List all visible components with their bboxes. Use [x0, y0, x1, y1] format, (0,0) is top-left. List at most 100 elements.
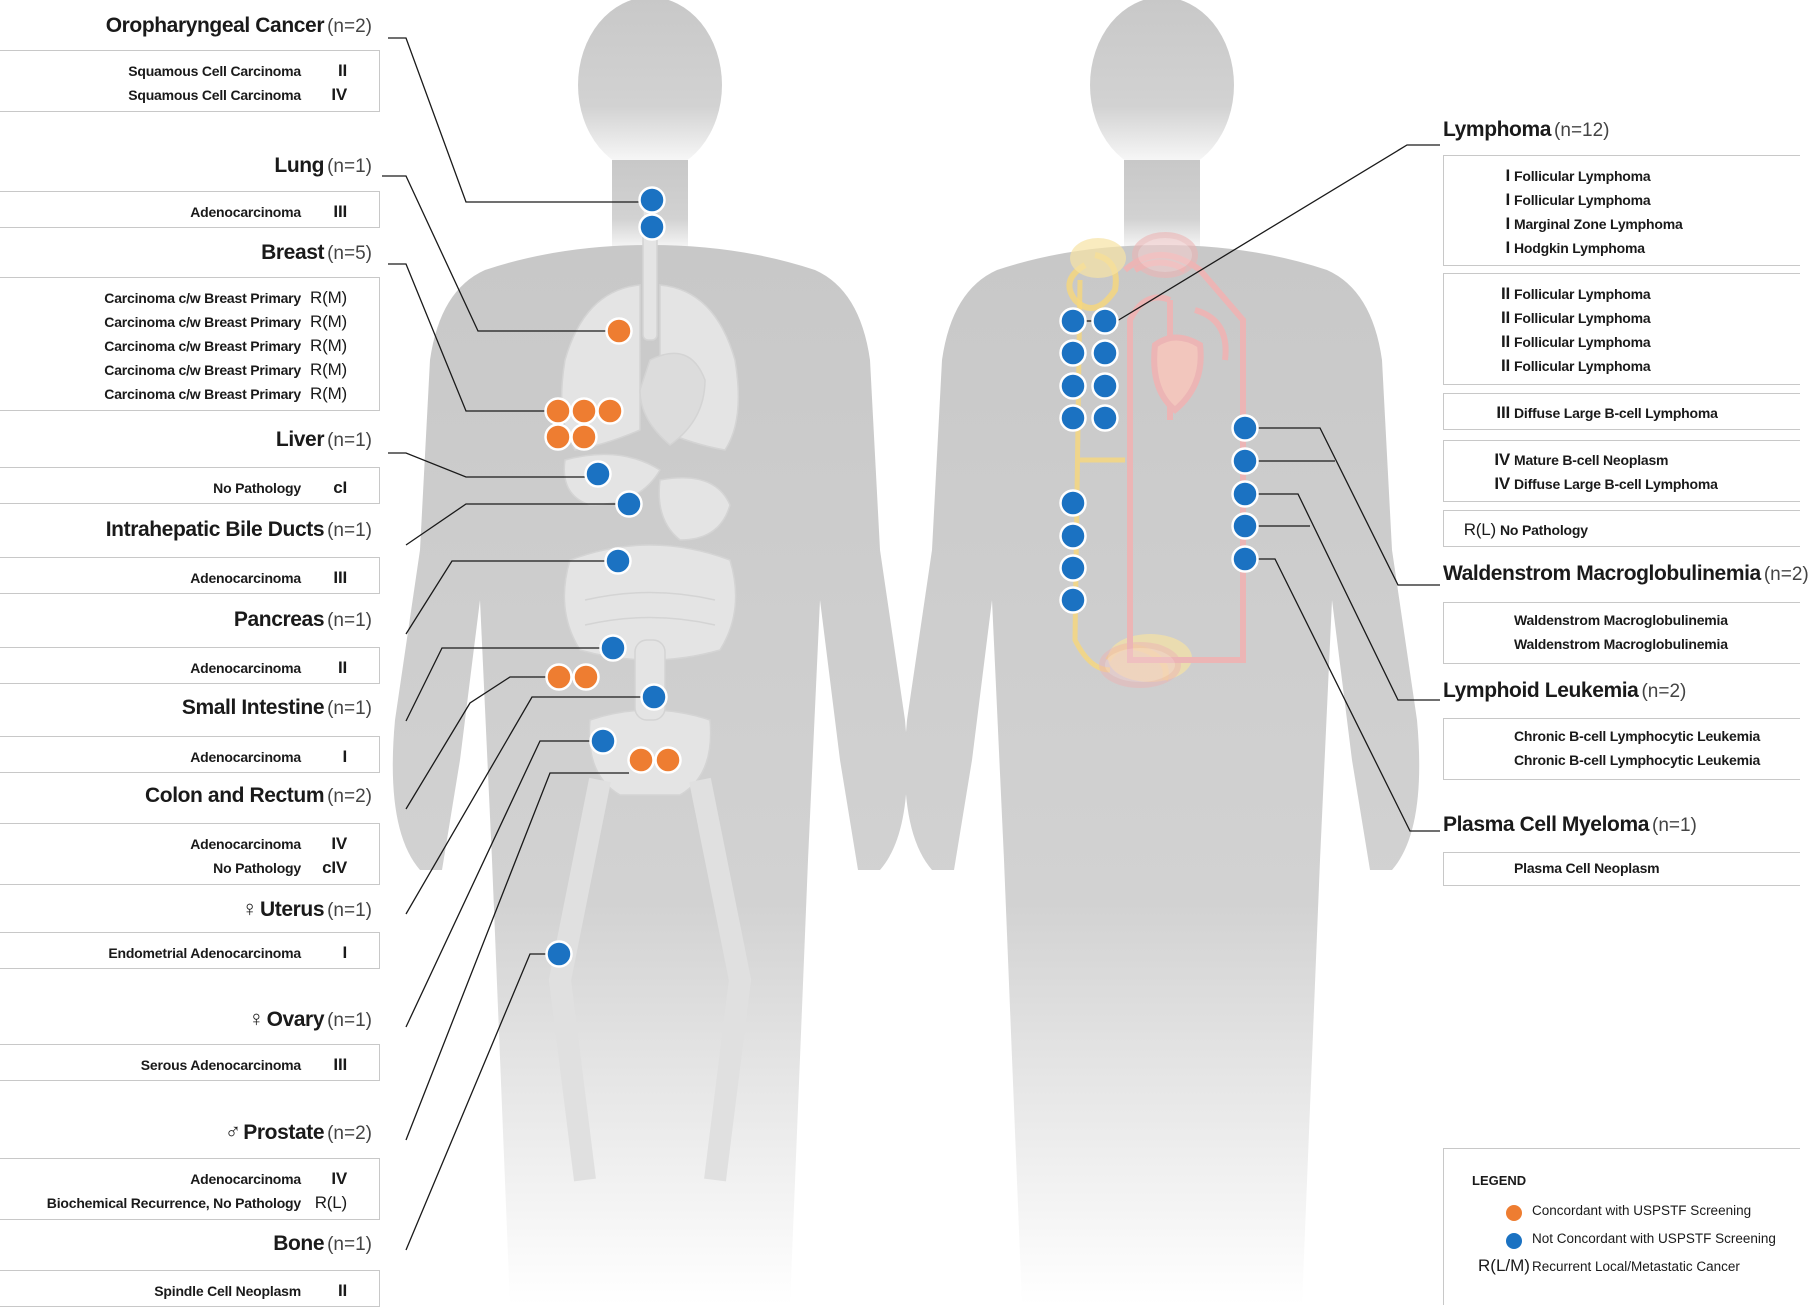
case-dot-pancreas: [604, 547, 632, 575]
case-dot-bile-ducts: [615, 490, 643, 518]
case-dot-lymphoma: [1059, 586, 1087, 614]
site-details-box: Plasma Cell Neoplasm: [1443, 852, 1800, 886]
pathology-text: Spindle Cell Neoplasm: [154, 1282, 301, 1299]
site-header-lung: Lung(n=1): [274, 154, 372, 178]
site-name: Lymphoid Leukemia: [1443, 679, 1639, 702]
pathology-entry: Carcinoma c/w Breast Primary R(M): [104, 312, 347, 332]
site-header-pancreas: Pancreas(n=1): [234, 608, 372, 632]
case-dot-prostate: [627, 746, 655, 774]
pathology-text: Serous Adenocarcinoma: [140, 1056, 301, 1073]
stage-label: III: [333, 201, 347, 221]
leader-line-breast: [388, 263, 546, 412]
stage-label: I: [342, 942, 347, 962]
site-name: Ovary: [266, 1008, 325, 1031]
site-header-colon-and-rectum: Colon and Rectum(n=2): [145, 784, 372, 808]
stage-label: I: [1505, 237, 1510, 257]
leader-lines: [382, 37, 1440, 1251]
legend-concordant-label: Concordant with USPSTF Screening: [1532, 1203, 1752, 1218]
case-dot-oropharynx: [638, 186, 666, 214]
stage-label: IV: [1494, 474, 1510, 493]
case-dot-myeloma: [1231, 545, 1259, 573]
pathology-entry: Chronic B-cell Lymphocytic Leukemia: [1464, 728, 1760, 744]
pathology-text: Adenocarcinoma: [190, 1171, 301, 1187]
legend-concordant-dot: [1506, 1205, 1522, 1221]
case-dot-lymphoma: [1059, 489, 1087, 517]
leader-line-waldenstrom: [1257, 427, 1440, 586]
case-dot-small-intestine: [599, 634, 627, 662]
case-dot-colon: [545, 663, 573, 691]
site-header-plasma-cell-myeloma: Plasma Cell Myeloma(n=1): [1443, 813, 1697, 837]
leader-line-ovary: [405, 740, 591, 1028]
site-count: (n=2): [1641, 681, 1687, 702]
stage-label: R(M): [310, 312, 347, 331]
site-count: (n=1): [327, 1010, 372, 1031]
site-name: Prostate: [243, 1121, 325, 1144]
pathology-entry: Waldenstrom Macroglobulinemia: [1464, 636, 1728, 652]
case-dot-lymphoma: [1091, 372, 1119, 400]
stage-label: II: [337, 1280, 347, 1300]
site-details-box: Spindle Cell Neoplasm II: [0, 1270, 380, 1307]
legend-recurrent-label: Recurrent Local/Metastatic Cancer: [1532, 1259, 1740, 1274]
pathology-text: Adenocarcinoma: [190, 659, 301, 676]
right-body-silhouette: [904, 0, 1420, 1305]
stage-label: I: [1505, 165, 1510, 185]
case-dot-bone: [545, 940, 573, 968]
legend: LEGEND Concordant with USPSTF Screening …: [1443, 1148, 1800, 1305]
site-header-lymphoma: Lymphoma(n=12): [1443, 118, 1610, 142]
site-details-box: R(L)No Pathology: [1443, 510, 1800, 547]
site-name: Uterus: [259, 898, 325, 921]
pathology-text: Follicular Lymphoma: [1514, 334, 1651, 350]
stage-label: R(M): [310, 360, 347, 379]
pathology-entry: Serous Adenocarcinoma III: [141, 1055, 347, 1075]
pathology-text: Adenocarcinoma: [190, 569, 301, 586]
pathology-text: Mature B-cell Neoplasm: [1514, 452, 1669, 468]
pathology-text: No Pathology: [1500, 521, 1588, 538]
case-dot-lymphoma: [1059, 522, 1087, 550]
stage-label: II: [1500, 332, 1510, 351]
pathology-text: Follicular Lymphoma: [1514, 167, 1651, 184]
stage-label: III: [333, 1054, 347, 1074]
site-details-box: Serous Adenocarcinoma III: [0, 1044, 380, 1081]
case-dot-breast: [596, 397, 624, 425]
stage-label: II: [1500, 356, 1510, 375]
pathology-text: Squamous Cell Carcinoma: [128, 87, 301, 103]
stage-label: II: [1500, 284, 1510, 303]
stage-label: R(M): [310, 288, 347, 307]
pathology-text: Carcinoma c/w Breast Primary: [104, 314, 301, 330]
site-name: Pancreas: [233, 608, 325, 631]
case-dot-lymphoma: [1091, 339, 1119, 367]
pathology-text: Follicular Lymphoma: [1514, 358, 1651, 374]
case-dot-lymphoma: [1059, 404, 1087, 432]
site-header-breast: Breast(n=5): [261, 241, 372, 265]
case-dot-leukemia: [1231, 512, 1259, 540]
pathology-text: Carcinoma c/w Breast Primary: [104, 362, 301, 378]
site-header-waldenstrom-macroglobulinemia: Waldenstrom Macroglobulinemia(n=2): [1443, 562, 1809, 586]
site-header-intrahepatic-bile-ducts: Intrahepatic Bile Ducts(n=1): [106, 518, 372, 542]
pathology-text: Adenocarcinoma: [190, 836, 301, 852]
pathology-text: Waldenstrom Macroglobulinemia: [1514, 612, 1728, 628]
pathology-text: Chronic B-cell Lymphocytic Leukemia: [1514, 728, 1761, 744]
legend-not-concordant-dot: [1506, 1233, 1522, 1249]
leader-line-leukemia: [1257, 493, 1440, 701]
case-dot-breast: [544, 397, 572, 425]
site-name: Lymphoma: [1443, 118, 1552, 141]
leader-line-lymphoma: [1116, 144, 1440, 322]
